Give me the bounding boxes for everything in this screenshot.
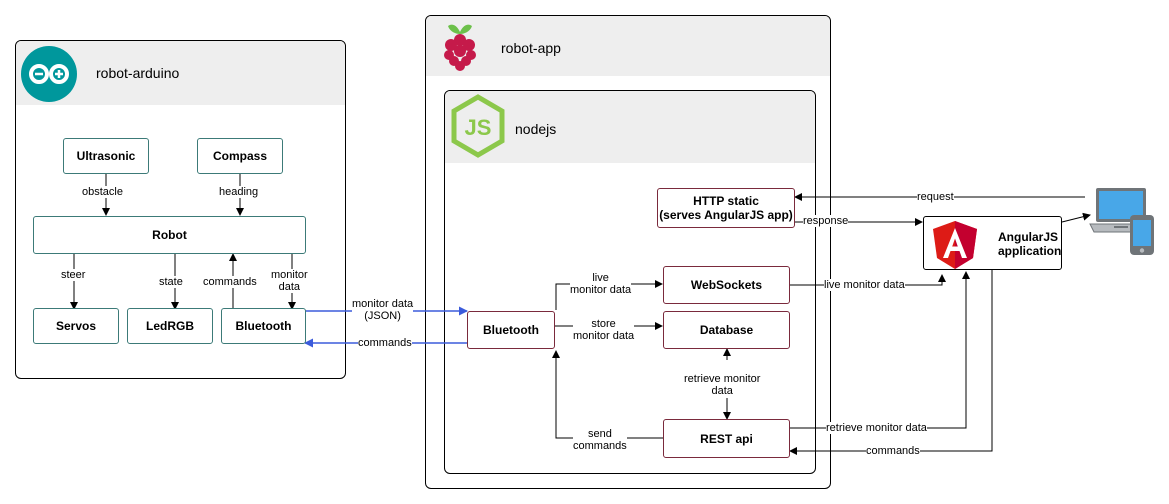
monitor-json-line1: monitor data xyxy=(352,298,414,310)
label-commands-bt: commands xyxy=(358,337,412,349)
raspberry-pi-logo-icon xyxy=(444,24,476,71)
label-state: state xyxy=(159,276,183,288)
bluetooth-arduino-node: Bluetooth xyxy=(221,308,306,344)
nodejs-header xyxy=(445,91,815,163)
angularjs-line1: AngularJS xyxy=(998,230,1059,244)
label-request: request xyxy=(917,191,954,203)
label-live-monitor-data: live monitor data xyxy=(824,279,905,291)
label-monitor-json: monitor data (JSON) xyxy=(352,298,414,322)
edge-restapi-bt xyxy=(552,350,663,439)
retrieve-line1: retrieve monitor xyxy=(684,373,761,385)
nodejs-title: nodejs xyxy=(515,121,557,137)
label-monitor-data: monitor data xyxy=(271,269,308,293)
label-retrieve-monitor: retrieve monitor data xyxy=(684,373,761,397)
retrieve-line2: data xyxy=(711,385,733,397)
label-commands-robot: commands xyxy=(203,276,257,288)
monitor-json-line2: (JSON) xyxy=(364,310,401,322)
bluetooth-node: Bluetooth xyxy=(467,311,555,349)
compass-node: Compass xyxy=(197,138,283,174)
edge-restapi-angular xyxy=(790,271,970,429)
svg-text:JS: JS xyxy=(465,115,492,140)
angularjs-line2: application xyxy=(998,244,1062,258)
label-response: response xyxy=(803,215,849,227)
send-line1: send xyxy=(587,428,612,440)
label-obstacle: obstacle xyxy=(82,186,123,198)
edge-angular-restapi xyxy=(789,269,993,455)
live-line1: live xyxy=(592,272,609,284)
robot-arduino-title: robot-arduino xyxy=(96,65,180,81)
http-static-line1: HTTP static xyxy=(693,194,759,208)
label-store-monitor: store monitor data xyxy=(573,318,635,342)
nodejs-logo-icon: JS xyxy=(451,94,505,158)
label-commands-api: commands xyxy=(866,445,920,457)
database-node: Database xyxy=(663,311,790,349)
robot-app-header xyxy=(426,16,830,76)
ultrasonic-node: Ultrasonic xyxy=(63,138,149,174)
monitor-line2: data xyxy=(278,281,301,293)
label-heading: heading xyxy=(219,186,259,198)
arduino-logo-icon xyxy=(21,46,77,102)
edge-angular-laptop xyxy=(1061,212,1091,223)
angularjs-label: AngularJS application xyxy=(998,230,1061,258)
angularjs-shield-icon xyxy=(933,221,977,269)
http-static-node: HTTP static (serves AngularJS app) xyxy=(657,188,795,228)
label-live-monitor: live monitor data xyxy=(570,272,632,296)
label-send-commands: send commands xyxy=(573,428,627,452)
robot-app-title: robot-app xyxy=(501,40,561,56)
store-line2: monitor data xyxy=(573,330,635,342)
send-line2: commands xyxy=(573,440,627,452)
servos-node: Servos xyxy=(33,308,119,344)
robot-node: Robot xyxy=(33,216,306,254)
label-retrieve-monitor-data: retrieve monitor data xyxy=(826,422,927,434)
store-line1: store xyxy=(591,318,616,330)
http-static-line2: (serves AngularJS app) xyxy=(659,208,793,222)
ledrgb-node: LedRGB xyxy=(127,308,213,344)
label-steer: steer xyxy=(61,269,86,281)
monitor-line1: monitor xyxy=(271,269,308,281)
rest-api-node: REST api xyxy=(663,419,790,458)
laptop-icon xyxy=(1089,188,1153,233)
live-line2: monitor data xyxy=(570,284,632,296)
websockets-node: WebSockets xyxy=(663,266,790,304)
mobile-phone-icon xyxy=(1130,215,1154,255)
